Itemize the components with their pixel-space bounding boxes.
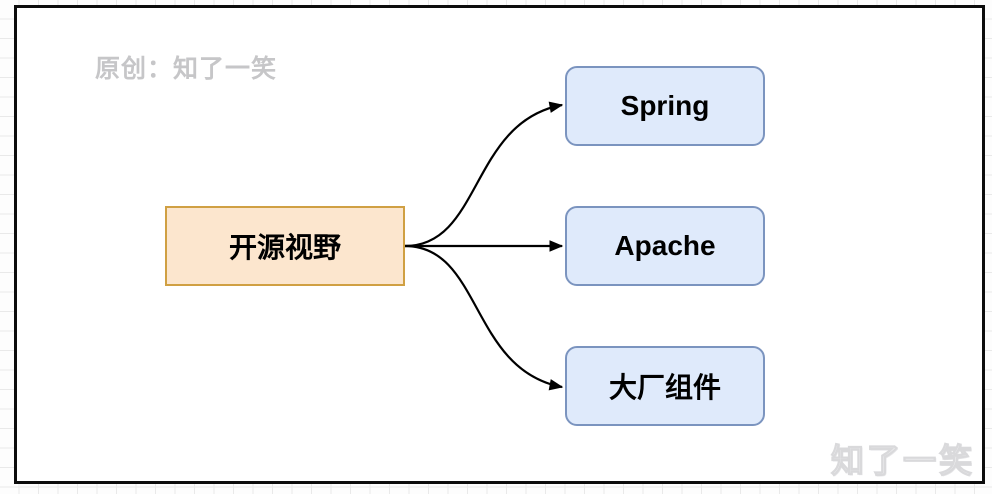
node-apache: Apache [565, 206, 765, 286]
node-spring-label: Spring [620, 90, 710, 121]
watermark-author-top: 原创：知了一笑 [95, 55, 278, 83]
watermark-author-bottom: 知了一笑 [830, 441, 975, 479]
node-open-source-view: 开源视野 [165, 206, 405, 286]
node-open-source-view-label: 开源视野 [228, 232, 341, 263]
node-spring: Spring [565, 66, 765, 146]
node-apache-label: Apache [614, 230, 716, 261]
node-bigtech-components-label: 大厂组件 [608, 372, 721, 403]
node-bigtech-components: 大厂组件 [565, 346, 765, 426]
